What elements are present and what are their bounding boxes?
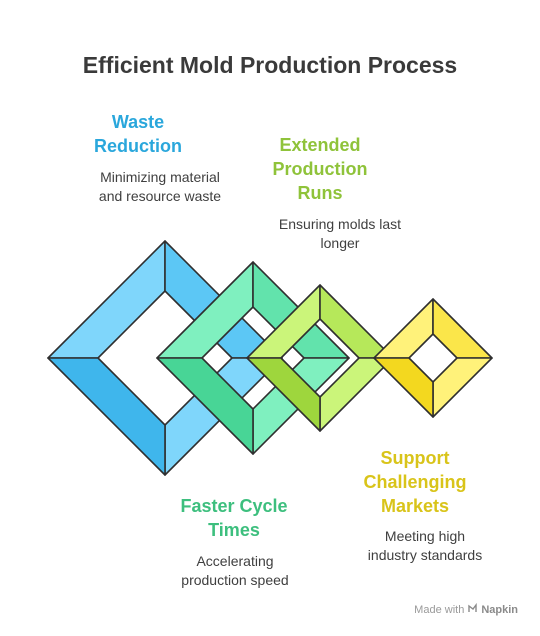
support-challenging-markets-diamond [373,298,493,418]
napkin-logo-icon [467,602,478,617]
extended-production-runs-title: Extended Production Runs [272,135,368,203]
extended-production-runs-diamond [246,284,394,432]
support-challenging-markets-title: Support Challenging Markets [363,448,467,516]
waste-reduction-facet [47,240,166,359]
made-with-napkin-footer[interactable]: Made with Napkin [414,602,518,617]
waste-reduction-title: Waste Reduction [94,112,182,156]
waste-reduction-facet [47,357,166,476]
waste-reduction-desc: Minimizing material and resource waste [98,169,222,204]
faster-cycle-times-title: Faster Cycle Times [180,496,288,540]
faster-cycle-times-facet [156,357,254,455]
extended-production-runs-desc: Ensuring molds last longer [278,216,402,251]
support-challenging-markets-facet [432,357,493,418]
extended-production-runs-facet [246,357,321,432]
support-challenging-markets-facet [373,357,434,418]
faster-cycle-times-desc: Accelerating production speed [181,553,289,588]
support-challenging-markets-facet [373,298,434,359]
made-with-label: Made with [414,604,465,616]
napkin-brand-label: Napkin [481,604,518,616]
support-challenging-markets-facet [432,298,493,359]
support-challenging-markets-desc: Meeting high industry standards [367,528,483,563]
page-title: Efficient Mold Production Process [82,52,458,78]
